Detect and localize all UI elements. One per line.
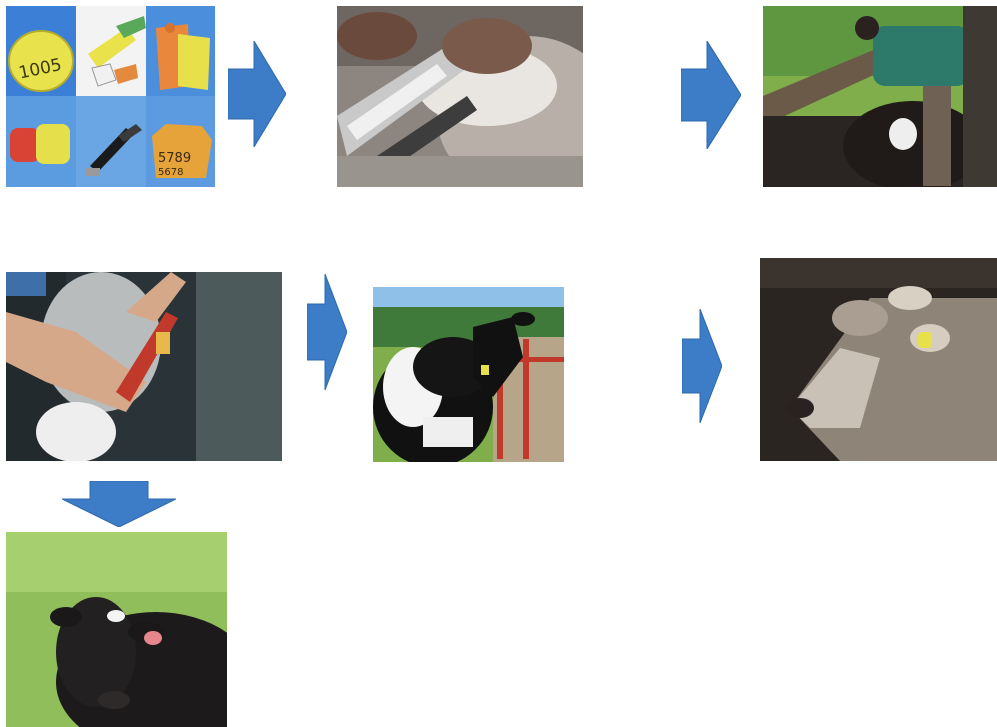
photo-holstein-with-yellow-tag bbox=[373, 287, 564, 462]
tag-number-5678: 5678 bbox=[158, 167, 183, 178]
arrow-right-2 bbox=[681, 41, 741, 149]
photo-tag-assortment: 1005 5789 5678 bbox=[6, 6, 215, 187]
arrow-right-1 bbox=[228, 41, 286, 147]
arrow-down-1 bbox=[62, 481, 176, 527]
photo-black-calf-with-pink-tag bbox=[6, 532, 227, 727]
arrow-right-3 bbox=[307, 274, 347, 390]
photo-tag-applicator-on-ear bbox=[337, 6, 583, 187]
photo-brown-calf-with-yellow-tag bbox=[760, 258, 997, 461]
photo-ear-tagging-with-pliers bbox=[6, 272, 282, 461]
photo-handler-restraining-calf bbox=[763, 6, 997, 187]
tag-number-5789: 5789 bbox=[158, 151, 191, 166]
arrow-right-4 bbox=[682, 309, 722, 423]
